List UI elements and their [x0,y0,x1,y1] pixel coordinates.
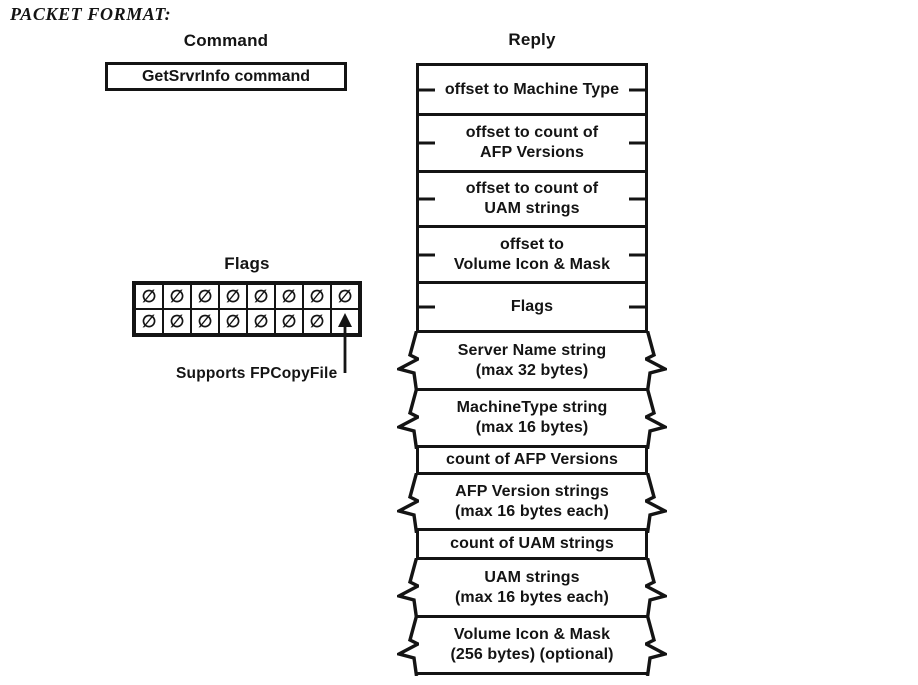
tick-mark-left-icon [419,253,435,256]
reply-cell-uam-strings: UAM strings (max 16 bytes each) [416,560,648,618]
zigzag-break-right-icon [645,616,667,676]
cell-label: AFP Versions [479,144,585,161]
cell-label: UAM strings [484,200,580,217]
tick-mark-left-icon [419,305,435,309]
reply-stack: offset to Machine Type offset to count o… [416,63,648,675]
flag-bit: ∅ [247,284,275,309]
flag-annotation-label: Supports FPCopyFile [176,365,338,382]
cell-label: (max 16 bytes) [475,419,589,436]
reply-cell-count-uam-strings: count of UAM strings [416,531,648,560]
zigzag-break-left-icon [397,389,419,449]
reply-cell-machine-type: MachineType string (max 16 bytes) [416,391,648,448]
reply-cell-volume-icon-mask: Volume Icon & Mask (256 bytes) (optional… [416,618,648,675]
flag-bit: ∅ [303,284,331,309]
cell-label: (256 bytes) (optional) [450,646,614,663]
reply-cell-afp-version-strings: AFP Version strings (max 16 bytes each) [416,475,648,531]
reply-heading: Reply [508,30,556,49]
cell-label: MachineType string [456,399,608,416]
cell-label: (max 16 bytes each) [455,502,609,520]
flag-bit: ∅ [303,309,331,334]
cell-label: count of AFP Versions [446,451,618,468]
reply-cell-flags: Flags [416,284,648,333]
command-box-label: GetSrvrInfo command [141,67,311,85]
page-title: PACKET FORMAT: [10,4,172,24]
tick-mark-left-icon [419,88,435,91]
flag-bit: ∅ [275,309,303,334]
tick-mark-right-icon [629,253,645,256]
flags-heading: Flags [224,254,270,273]
flag-bit: ∅ [191,284,219,309]
cell-label: AFP Version strings [455,482,609,500]
cell-label: offset to Machine Type [444,80,620,98]
cell-label: Flags [510,298,554,315]
flag-bit: ∅ [275,284,303,309]
cell-label: offset to count of [465,124,599,141]
flags-bit-grid: ∅ ∅ ∅ ∅ ∅ ∅ ∅ ∅ ∅ ∅ ∅ ∅ ∅ ∅ ∅ [132,281,362,337]
flag-bit: ∅ [163,284,191,309]
reply-cell-count-afp-versions: count of AFP Versions [416,448,648,475]
flag-bit: ∅ [135,284,163,309]
flag-bit: ∅ [135,309,163,334]
command-heading: Command [183,31,269,50]
cell-label: offset to [499,235,564,253]
zigzag-break-left-icon [397,473,419,533]
zigzag-break-right-icon [645,558,667,618]
tick-mark-right-icon [629,88,645,91]
tick-mark-right-icon [629,141,645,145]
cell-label: offset to count of [465,180,599,197]
cell-label: count of UAM strings [450,535,614,552]
tick-mark-left-icon [419,141,435,145]
flag-bit: ∅ [331,284,359,309]
flag-bit: ∅ [247,309,275,334]
zigzag-break-right-icon [645,473,667,533]
flag-bit: ∅ [219,284,247,309]
reply-cell-offset-machine-type: offset to Machine Type [416,66,648,116]
flag-bit: ∅ [191,309,219,334]
tick-mark-right-icon [629,305,645,309]
reply-cell-offset-afp-versions: offset to count of AFP Versions [416,116,648,173]
tick-mark-right-icon [629,197,645,201]
zigzag-break-right-icon [645,389,667,449]
flag-bit: ∅ [219,309,247,334]
tick-mark-left-icon [419,197,435,201]
cell-label: (max 32 bytes) [475,361,589,379]
command-box: GetSrvrInfo command [105,62,347,91]
cell-label: Volume Icon & Mask [453,255,611,273]
zigzag-break-left-icon [397,558,419,618]
cell-label: UAM strings [484,568,580,586]
zigzag-break-right-icon [645,331,667,391]
zigzag-break-left-icon [397,616,419,676]
cell-label: Server Name string [457,341,607,359]
zigzag-break-left-icon [397,331,419,391]
reply-cell-offset-uam-strings: offset to count of UAM strings [416,173,648,228]
cell-label: (max 16 bytes each) [455,588,609,606]
flag-bit: ∅ [163,309,191,334]
reply-cell-server-name: Server Name string (max 32 bytes) [416,333,648,391]
cell-label: Volume Icon & Mask [453,626,611,643]
arrow-up-icon [338,313,352,373]
reply-cell-offset-volume-icon: offset to Volume Icon & Mask [416,228,648,284]
